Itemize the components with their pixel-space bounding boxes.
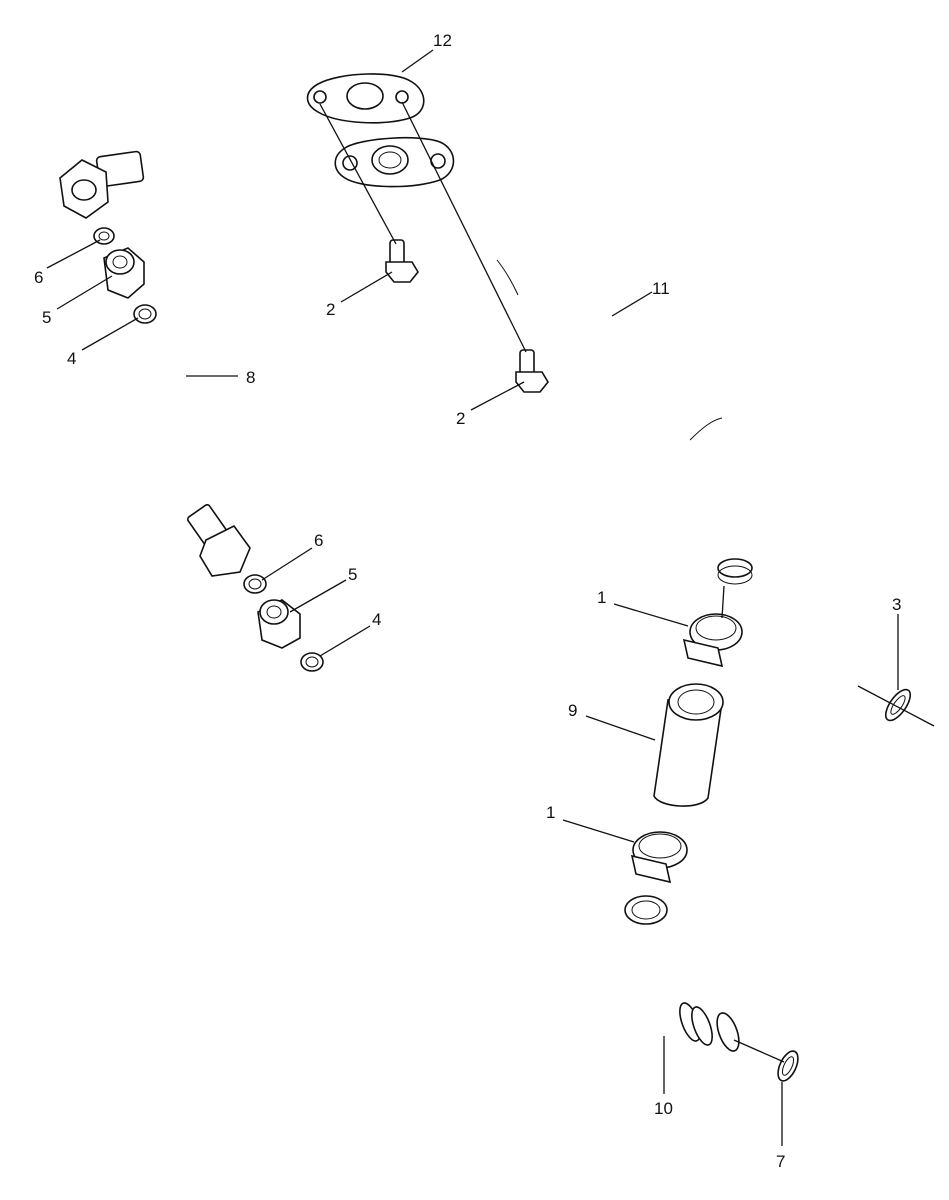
callout-3: 3 bbox=[892, 595, 901, 614]
rubber-sleeve bbox=[653, 683, 724, 807]
callout-6-lower: 6 bbox=[314, 531, 323, 550]
callout-4-upper: 4 bbox=[67, 349, 76, 368]
callout-11: 11 bbox=[652, 279, 670, 298]
callout-4-lower: 4 bbox=[372, 610, 381, 629]
leader-lines bbox=[46, 49, 935, 1146]
callout-2-lower: 2 bbox=[456, 409, 465, 428]
oil-feed-hose bbox=[59, 150, 259, 577]
flange-bolt-2 bbox=[515, 349, 549, 393]
callout-5-lower: 5 bbox=[348, 565, 357, 584]
lower-adapter-5 bbox=[257, 599, 301, 649]
upper-sealing-ring-4 bbox=[133, 304, 157, 324]
callout-2-upper: 2 bbox=[326, 300, 335, 319]
callout-labels: 12 6 5 4 2 2 8 11 6 5 4 1 9 1 3 10 7 bbox=[34, 31, 901, 1171]
callout-10: 10 bbox=[654, 1099, 673, 1118]
callout-5-upper: 5 bbox=[42, 308, 51, 327]
callout-1-lower: 1 bbox=[546, 803, 555, 822]
oil-return-tube bbox=[334, 136, 763, 585]
callout-1-upper: 1 bbox=[597, 588, 606, 607]
hose-clamp-lower bbox=[630, 831, 688, 884]
hose-bottom-fitting bbox=[186, 503, 251, 577]
lower-sealing-ring-4 bbox=[300, 652, 324, 672]
callout-6-upper: 6 bbox=[34, 268, 43, 287]
flange-bolt-1 bbox=[385, 239, 419, 283]
callout-7: 7 bbox=[776, 1152, 785, 1171]
o-ring-7 bbox=[777, 1050, 799, 1082]
tube-flange bbox=[334, 136, 455, 188]
callout-12: 12 bbox=[433, 31, 452, 50]
hose-clamp-upper bbox=[682, 613, 743, 668]
callout-8: 8 bbox=[246, 368, 255, 387]
o-ring-3 bbox=[884, 688, 912, 722]
upper-adapter-5 bbox=[103, 247, 145, 299]
lower-sealing-ring-6 bbox=[243, 574, 267, 594]
flange-gasket bbox=[306, 73, 425, 124]
elbow-tube bbox=[616, 895, 747, 1052]
callout-9: 9 bbox=[568, 701, 577, 720]
hose-top-fitting bbox=[59, 150, 145, 219]
